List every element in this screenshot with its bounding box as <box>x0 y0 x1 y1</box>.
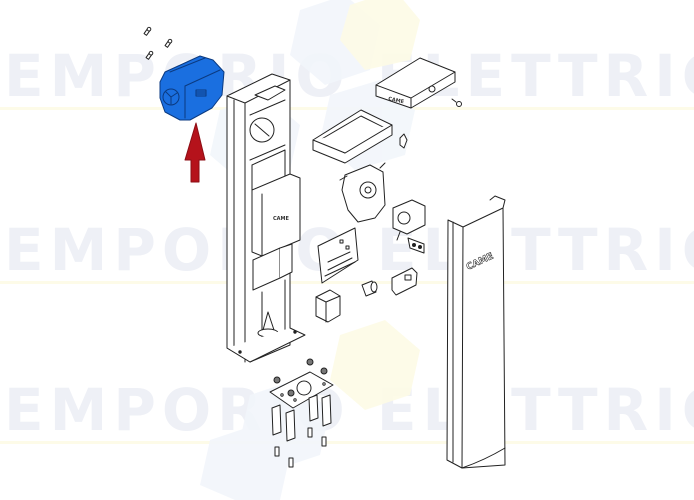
gear-reducer[interactable] <box>339 162 386 223</box>
control-box-gasket-frame[interactable] <box>312 109 393 164</box>
control-box-lid[interactable]: CAME <box>375 57 456 109</box>
anchor-bolts-icon[interactable] <box>271 394 332 442</box>
limit-switch[interactable] <box>391 267 418 296</box>
highlighted-housing-cover[interactable] <box>159 55 225 121</box>
control-board[interactable] <box>317 227 359 284</box>
screws-icon[interactable] <box>143 26 173 60</box>
red-arrow-up-icon <box>184 122 206 183</box>
watermark-underline <box>0 441 694 444</box>
lock-key-icon[interactable] <box>451 98 462 107</box>
column-plate-label: CAME <box>273 216 290 222</box>
latch-clip-icon[interactable] <box>399 133 408 149</box>
watermark-row-middle: EMPORIO ELETTRICO <box>0 220 694 284</box>
motor[interactable] <box>392 199 426 241</box>
anchor-screws-icon[interactable] <box>274 427 327 468</box>
limit-switch-bracket[interactable] <box>407 237 425 254</box>
anchor-base-plate[interactable] <box>269 371 334 409</box>
barrier-column[interactable]: CAME <box>226 73 306 363</box>
control-box-label: CAME <box>388 96 405 105</box>
front-post-cover[interactable]: CAME <box>446 195 506 469</box>
anchor-nuts-icon[interactable] <box>273 358 328 397</box>
watermark-underline <box>0 281 694 284</box>
release-knob[interactable] <box>361 280 378 297</box>
transformer[interactable] <box>315 289 341 323</box>
